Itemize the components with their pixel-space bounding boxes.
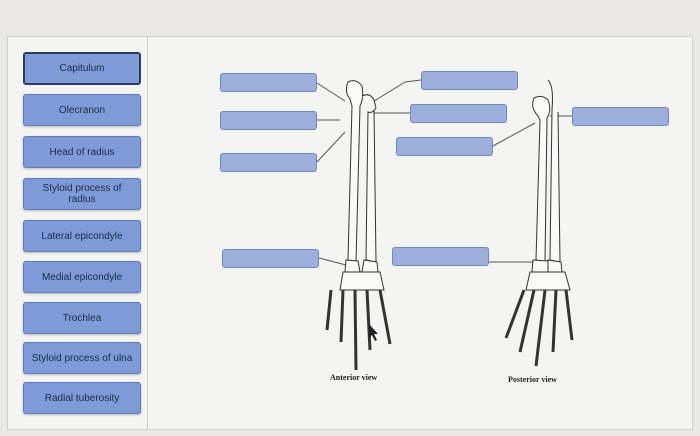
posterior-view-caption: Posterior view [508,375,557,384]
posterior-forearm [506,80,572,366]
anterior-forearm [327,81,390,370]
anterior-view-caption: Anterior view [330,373,377,382]
